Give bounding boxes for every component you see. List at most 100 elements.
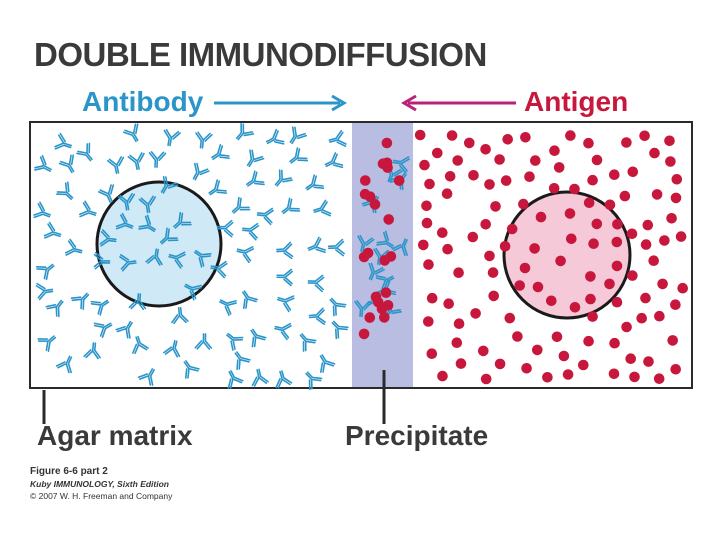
antigen-molecule	[424, 179, 435, 190]
antigen-molecule	[478, 346, 489, 357]
antigen-molecule	[442, 244, 453, 255]
antigen-molecule	[381, 287, 392, 298]
antigen-molecule	[421, 201, 432, 212]
antigen-molecule	[583, 336, 594, 347]
antigen-molecule	[363, 248, 374, 259]
antigen-molecule	[488, 291, 499, 302]
copyright: © 2007 W. H. Freeman and Company	[30, 491, 172, 501]
antigen-molecule	[643, 220, 654, 231]
antigen-molecule	[643, 356, 654, 367]
antigen-molecule	[659, 235, 670, 246]
antigen-molecule	[445, 171, 456, 182]
antigen-molecule	[518, 199, 529, 210]
antigen-molecule	[664, 136, 675, 147]
antigen-molecule	[481, 374, 492, 385]
antigen-molecule	[484, 251, 495, 262]
antigen-molecule	[549, 183, 560, 194]
antigen-molecule	[612, 237, 623, 248]
antigen-molecule	[501, 175, 512, 186]
antibody-well	[97, 182, 221, 306]
antigen-molecule	[585, 294, 596, 305]
antigen-molecule	[442, 188, 453, 199]
antigen-molecule	[419, 160, 430, 171]
antigen-molecule	[657, 279, 668, 290]
antigen-molecule	[627, 270, 638, 281]
antigen-molecule	[360, 175, 371, 186]
figure-number: Figure 6-6 part 2	[30, 466, 108, 477]
antigen-molecule	[620, 191, 631, 202]
antigen-molecule	[670, 364, 681, 375]
antigen-molecule	[480, 219, 491, 230]
antigen-molecule	[549, 145, 560, 156]
antigen-molecule	[640, 293, 651, 304]
antigen-molecule	[542, 372, 553, 383]
antigen-molecule	[587, 311, 598, 322]
antigen-molecule	[524, 171, 535, 182]
antigen-molecule	[565, 130, 576, 141]
antigen-molecule	[520, 263, 531, 274]
antigen-molecule	[447, 130, 458, 141]
antigen-molecule	[563, 369, 574, 380]
antigen-molecule	[452, 155, 463, 166]
antigen-molecule	[612, 219, 623, 230]
antigen-molecule	[627, 229, 638, 240]
antigen-molecule	[629, 372, 640, 383]
antigen-molecule	[605, 200, 616, 211]
antigen-molecule	[456, 358, 467, 369]
antigen-molecule	[636, 313, 647, 324]
antigen-molecule	[536, 212, 547, 223]
antigen-molecule	[415, 130, 426, 141]
antigen-molecule	[373, 297, 384, 308]
antigen-molecule	[379, 255, 390, 266]
antigen-molecule	[569, 184, 580, 195]
antigen-molecule	[454, 318, 465, 329]
antigen-molecule	[649, 148, 660, 159]
antigen-molecule	[555, 256, 566, 267]
antigen-molecule	[648, 255, 659, 266]
antigen-molecule	[464, 138, 475, 149]
antigen-molecule	[423, 259, 434, 270]
antigen-molecule	[671, 193, 682, 204]
antigen-molecule	[552, 332, 563, 343]
antigen-molecule	[383, 300, 394, 311]
antigen-molecule	[505, 313, 516, 324]
book-title: Kuby IMMUNOLOGY, Sixth Edition	[30, 479, 169, 489]
antigen-molecule	[418, 240, 429, 251]
antigen-molecule	[437, 227, 448, 238]
antigen-molecule	[609, 169, 620, 180]
antigen-molecule	[512, 331, 523, 342]
antigen-molecule	[587, 175, 598, 186]
antigen-molecule	[490, 201, 501, 212]
antigen-molecule	[667, 335, 678, 346]
antigen-molecule	[583, 138, 594, 149]
antigen-molecule	[604, 279, 615, 290]
antigen-molecule	[612, 297, 623, 308]
antigen-molecule	[521, 363, 532, 374]
agar-matrix-label: Agar matrix	[37, 420, 193, 452]
antigen-molecule	[507, 224, 518, 235]
antigen-molecule	[365, 312, 376, 323]
antigen-molecule	[394, 175, 405, 186]
antigen-molecule	[468, 232, 479, 243]
antigen-molecule	[500, 241, 511, 252]
antigen-molecule	[480, 144, 491, 155]
precipitate-label: Precipitate	[345, 420, 488, 452]
antigen-molecule	[530, 155, 541, 166]
antigen-molecule	[639, 131, 650, 142]
antigen-molecule	[609, 369, 620, 380]
antigen-molecule	[654, 373, 665, 384]
antigen-molecule	[383, 214, 394, 225]
antigen-molecule	[670, 299, 681, 310]
antigen-molecule	[566, 234, 577, 245]
antigen-molecule	[520, 132, 531, 143]
antigen-molecule	[533, 282, 544, 293]
antigen-molecule	[588, 238, 599, 249]
antigen-molecule	[495, 359, 506, 370]
antigen-molecule	[529, 243, 540, 254]
antigen-molecule	[628, 167, 639, 178]
antigen-molecule	[570, 302, 581, 313]
antigen-molecule	[360, 189, 371, 200]
antigen-molecule	[621, 137, 632, 148]
antigen-molecule	[532, 345, 543, 356]
